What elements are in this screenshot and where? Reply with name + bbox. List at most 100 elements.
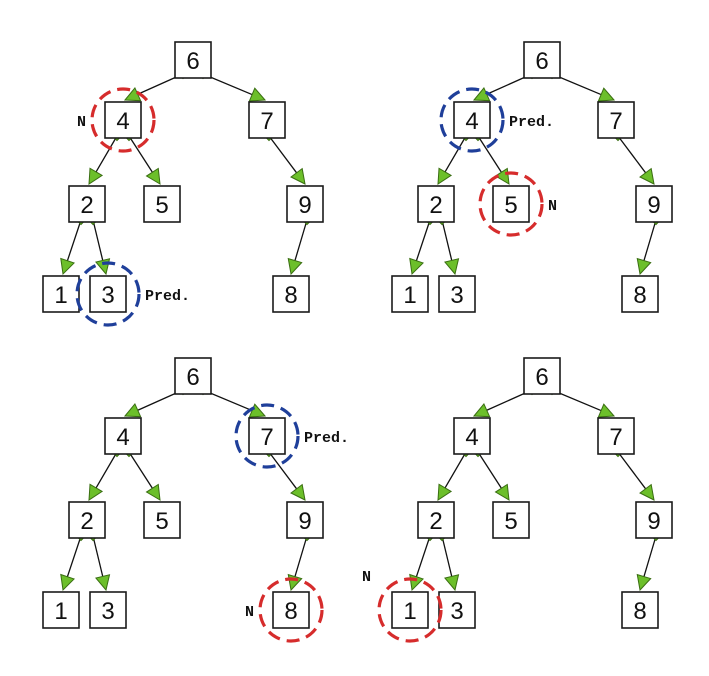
panel-2-node-n4-value: 4 [465, 108, 478, 135]
panel-3-node-n2-value: 2 [80, 508, 93, 535]
panel-1-edge-n7-n9-arrowhead [290, 167, 306, 185]
panel-1-node-n8-value: 8 [284, 282, 297, 309]
panel-3-node-n5: 5 [143, 501, 181, 539]
panel-2-predecessor-label: Pred. [509, 114, 554, 131]
panel-4-node-n8-box [621, 591, 659, 629]
panel-4-node-n4-value: 4 [465, 424, 478, 451]
panel-1-node-n7-box [248, 101, 286, 139]
panel-3-current-marker: N [245, 577, 324, 643]
panel-2-edge-n2-n3-line [441, 219, 453, 261]
panel-1-node-n2-box [68, 185, 106, 223]
panel-2-edge-n7-n9-arrowhead [639, 167, 655, 185]
panel-3-node-n4: 4 [104, 417, 142, 455]
panel-3-node-n1: 1 [42, 591, 80, 629]
panel-1-edge-n2-n3 [87, 214, 111, 276]
panel-3-edge-n7-n9-line [268, 451, 298, 490]
panel-1-edge-n2-n3-arrowhead [95, 258, 111, 276]
panel-2-current-label: N [548, 198, 557, 215]
panel-4-node-n2-box [417, 501, 455, 539]
panel-2-edge-n2-n1 [409, 214, 436, 276]
panel-4-node-n1-box [391, 591, 429, 629]
panel-1-edge-n4-n5-arrowhead [145, 167, 161, 185]
panel-2-node-n8: 8 [621, 275, 659, 313]
panel-2-node-n2-value: 2 [429, 192, 442, 219]
panel-3-edge-n6-n4-arrowhead [123, 402, 142, 418]
panel-1-edge-n9-n8-line [294, 219, 308, 261]
panel-4-node-n5-value: 5 [504, 508, 517, 535]
panel-1-node-n5: 5 [143, 185, 181, 223]
panel-4-edge-n4-n2-arrowhead [437, 483, 453, 501]
panel-3-edge-n2-n3 [87, 530, 111, 592]
panel-2-edge-n7-n9 [612, 130, 655, 185]
panel-3-node-n8-box [272, 591, 310, 629]
panel-4-node-n3: 3 [438, 591, 476, 629]
panel-3-edge-n2-n1-arrowhead [60, 573, 75, 592]
panel-2-edge-n2-n3 [436, 214, 460, 276]
panel-1-edge-n2-n1 [60, 214, 87, 276]
panel-3-node-n4-box [104, 417, 142, 455]
panel-1-node-n8-box [272, 275, 310, 313]
panel-4-node-n6-box [523, 357, 561, 395]
panel-4-node-n3-value: 3 [450, 598, 463, 625]
panel-2-node-n3: 3 [438, 275, 476, 313]
panel-1-node-n2: 2 [68, 185, 106, 223]
panel-4-node-n1: 1 [391, 591, 429, 629]
panel-3-edge-n4-n2-arrowhead [88, 483, 104, 501]
panel-2-edge-n4-n2-line [444, 135, 467, 173]
panel-1-edge-n6-n7-arrowhead [248, 87, 267, 102]
panel-3-edge-n4-n5 [123, 446, 161, 501]
panel-4-edge-n2-n1 [409, 530, 436, 592]
panel-3-node-n3-value: 3 [101, 598, 114, 625]
panel-3-node-n2-box [68, 501, 106, 539]
panel-4-edge-n4-n2 [437, 446, 472, 501]
panel-4-node-n4: 4 [453, 417, 491, 455]
panel-3-node-n9: 9 [286, 501, 324, 539]
panel-1-node-n5-value: 5 [155, 192, 168, 219]
panel-4-node-n7-box [597, 417, 635, 455]
panel-2-node-n7-box [597, 101, 635, 139]
panel-1-node-n1-value: 1 [54, 282, 67, 309]
panel-4-node-n2-value: 2 [429, 508, 442, 535]
panel-4-edge-n7-n9-arrowhead [639, 483, 655, 501]
panel-3-current-ring [258, 577, 324, 643]
panel-2-edge-n4-n2-arrowhead [437, 167, 453, 185]
panel-3-node-n5-box [143, 501, 181, 539]
panel-3-node-n4-value: 4 [116, 424, 129, 451]
panel-4-node-n8: 8 [621, 591, 659, 629]
panel-4-node-n6: 6 [523, 357, 561, 395]
panel-2-predecessor-marker: Pred. [439, 87, 554, 153]
panel-2-node-n2-box [417, 185, 455, 223]
panel-1-edge-n4-n2 [88, 130, 123, 185]
panel-1-node-n2-value: 2 [80, 192, 93, 219]
panel-1-edge-n4-n5 [123, 130, 161, 185]
panel-2-edge-n2-n3-arrowhead [444, 258, 460, 276]
panel-1-predecessor-marker: Pred. [75, 261, 190, 327]
panel-2-node-n3-value: 3 [450, 282, 463, 309]
panel-1-current-label: N [77, 114, 86, 131]
panel-3-predecessor-label: Pred. [304, 430, 349, 447]
panel-4-edge-n9-n8-arrowhead [636, 573, 652, 592]
panel-4-edge-n2-n1-line [415, 535, 431, 577]
panel-3-node-n8: 8 [272, 591, 310, 629]
panel-4-node-n7-value: 7 [609, 424, 622, 451]
panel-4-node-n5-box [492, 501, 530, 539]
panel-2-node-n6-box [523, 41, 561, 79]
panel-1-node-n9: 9 [286, 185, 324, 223]
panel-1-predecessor-ring [75, 261, 141, 327]
panel-1-node-n1: 1 [42, 275, 80, 313]
panel-4-edge-n4-n5-line [477, 451, 502, 489]
panel-3-node-n1-value: 1 [54, 598, 67, 625]
panel-4-node-n4-box [453, 417, 491, 455]
panel-2-node-n6: 6 [523, 41, 561, 79]
panel-3-edge-n7-n9-arrowhead [290, 483, 306, 501]
panel-4-edge-n2-n3-arrowhead [444, 574, 460, 592]
panel-1-edge-n2-n1-line [66, 219, 82, 261]
panel-2-node-n7: 7 [597, 101, 635, 139]
panel-1-edge-n4-n2-line [95, 135, 118, 173]
panel-1-node-n1-box [42, 275, 80, 313]
panel-3-edge-n4-n5-arrowhead [145, 483, 161, 501]
panel-4-edge-n2-n1-arrowhead [409, 573, 424, 592]
panel-2-edge-n2-n1-arrowhead [409, 257, 424, 276]
panel-4-node-n3-box [438, 591, 476, 629]
